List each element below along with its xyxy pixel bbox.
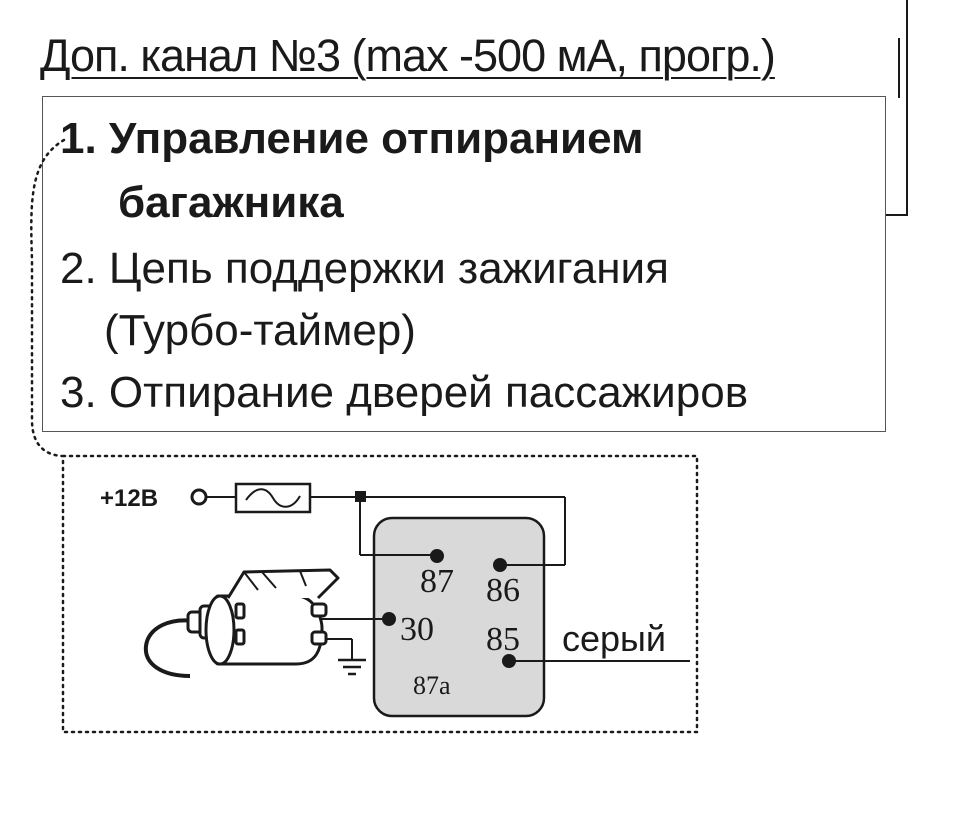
option-3: 3. Отпирание дверей пассажиров xyxy=(60,368,749,417)
dotted-link-line xyxy=(30,138,66,458)
function-options-box xyxy=(42,96,886,432)
option-2-line-2: (Турбо-таймер) xyxy=(104,306,416,355)
channel-title: Доп. канал №3 (max -500 мА, прогр.) xyxy=(40,30,776,81)
pin-85-label: 85 xyxy=(486,621,520,658)
power-label: +12В xyxy=(100,485,158,512)
fuse-element xyxy=(245,488,301,508)
option-1-line-2: багажника xyxy=(118,178,344,227)
pin-87a-label: 87а xyxy=(413,671,451,700)
connector-line xyxy=(906,0,908,216)
junction-node xyxy=(355,491,366,502)
title-bracket-line xyxy=(898,38,900,98)
pin-86-label: 86 xyxy=(486,572,520,609)
pin-87-label: 87 xyxy=(420,563,454,600)
option-2-line-1: 2. Цепь поддержки зажигания xyxy=(60,244,669,293)
option-1-line-1: 1. Управление отпиранием xyxy=(60,114,644,163)
wire-color-label: серый xyxy=(562,618,666,659)
diagram-frame xyxy=(61,454,699,734)
pin-87-dot xyxy=(430,549,444,563)
pin-30-label: 30 xyxy=(400,611,434,648)
ground-icon xyxy=(338,658,366,676)
connector-line-tick xyxy=(886,214,908,216)
power-terminal-icon xyxy=(190,488,208,506)
pin-86-dot xyxy=(493,558,507,572)
trunk-actuator-icon xyxy=(143,568,340,678)
